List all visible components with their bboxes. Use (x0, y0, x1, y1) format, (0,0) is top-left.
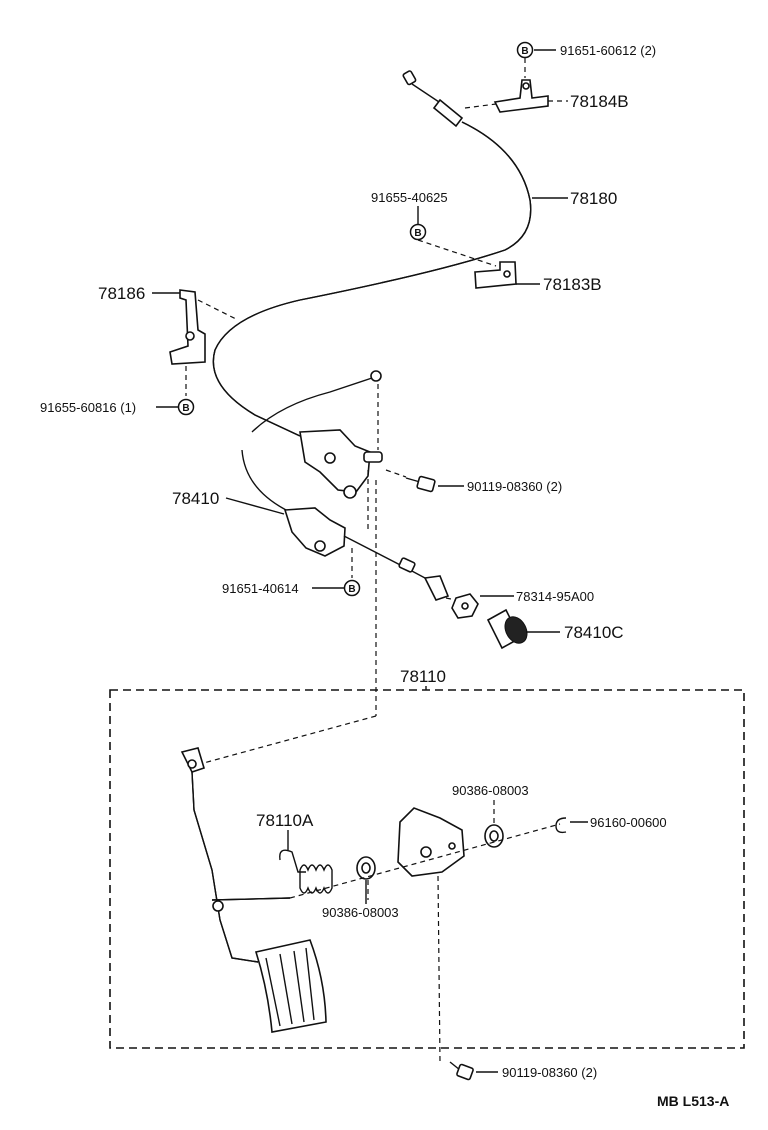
badge-b-91651-60612: B (516, 41, 534, 59)
label-91655-40625: 91655-40625 (371, 190, 448, 205)
label-78110A: 78110A (256, 811, 314, 830)
bushing-90386-08003-lower (356, 856, 376, 880)
bracket-78183B (474, 261, 517, 289)
label-78410: 78410 (172, 489, 219, 508)
badge-b-91651-40614: B (343, 579, 361, 597)
accelerator-pedal-pad (254, 939, 327, 1033)
cable-78410 (241, 449, 450, 601)
bolt-90119-08360-upper (405, 475, 436, 493)
clip-96160-00600 (555, 817, 567, 834)
label-78184B: 78184B (570, 92, 629, 111)
diagram-code: MB L513-A (657, 1093, 729, 1109)
svg-text:B: B (182, 403, 189, 414)
label-91651-40614: 91651-40614 (222, 581, 299, 596)
svg-text:B: B (521, 46, 528, 57)
label-90119-08360-upper: 90119-08360 (2) (467, 479, 562, 494)
cap-78410C (486, 608, 528, 650)
link-rod-assembly (251, 370, 383, 499)
label-78410C: 78410C (564, 623, 624, 642)
label-96160-00600: 96160-00600 (590, 815, 667, 830)
svg-text:B: B (348, 584, 355, 595)
bracket-78184B (493, 79, 549, 113)
label-78314-95A00: 78314-95A00 (516, 589, 594, 604)
label-91655-60816: 91655-60816 (1) (40, 400, 136, 415)
label-78110: 78110 (400, 667, 446, 686)
label-90386-08003-upper: 90386-08003 (452, 783, 529, 798)
label-91651-60612: 91651-60612 (2) (560, 43, 656, 58)
spring-78110A (279, 849, 333, 894)
label-90386-08003-lower: 90386-08003 (322, 905, 399, 920)
bushing-90386-08003-upper (484, 824, 504, 848)
bolt-90119-08360-lower (449, 1061, 474, 1081)
pedal-bracket (397, 807, 465, 877)
label-90119-08360-lower: 90119-08360 (2) (502, 1065, 597, 1080)
accelerator-pedal-arm (180, 747, 291, 963)
svg-text:B: B (414, 228, 421, 239)
bracket-78186 (169, 289, 206, 365)
label-78183B: 78183B (543, 275, 602, 294)
label-78186: 78186 (98, 284, 145, 303)
nut-78314-95A00 (451, 593, 479, 619)
badge-b-91655-40625: B (409, 223, 427, 241)
label-78180: 78180 (570, 189, 617, 208)
accelerator-cable-78180 (212, 70, 532, 437)
badge-b-91655-60816: B (177, 398, 195, 416)
pedal-assembly-box-78110 (109, 689, 745, 1049)
